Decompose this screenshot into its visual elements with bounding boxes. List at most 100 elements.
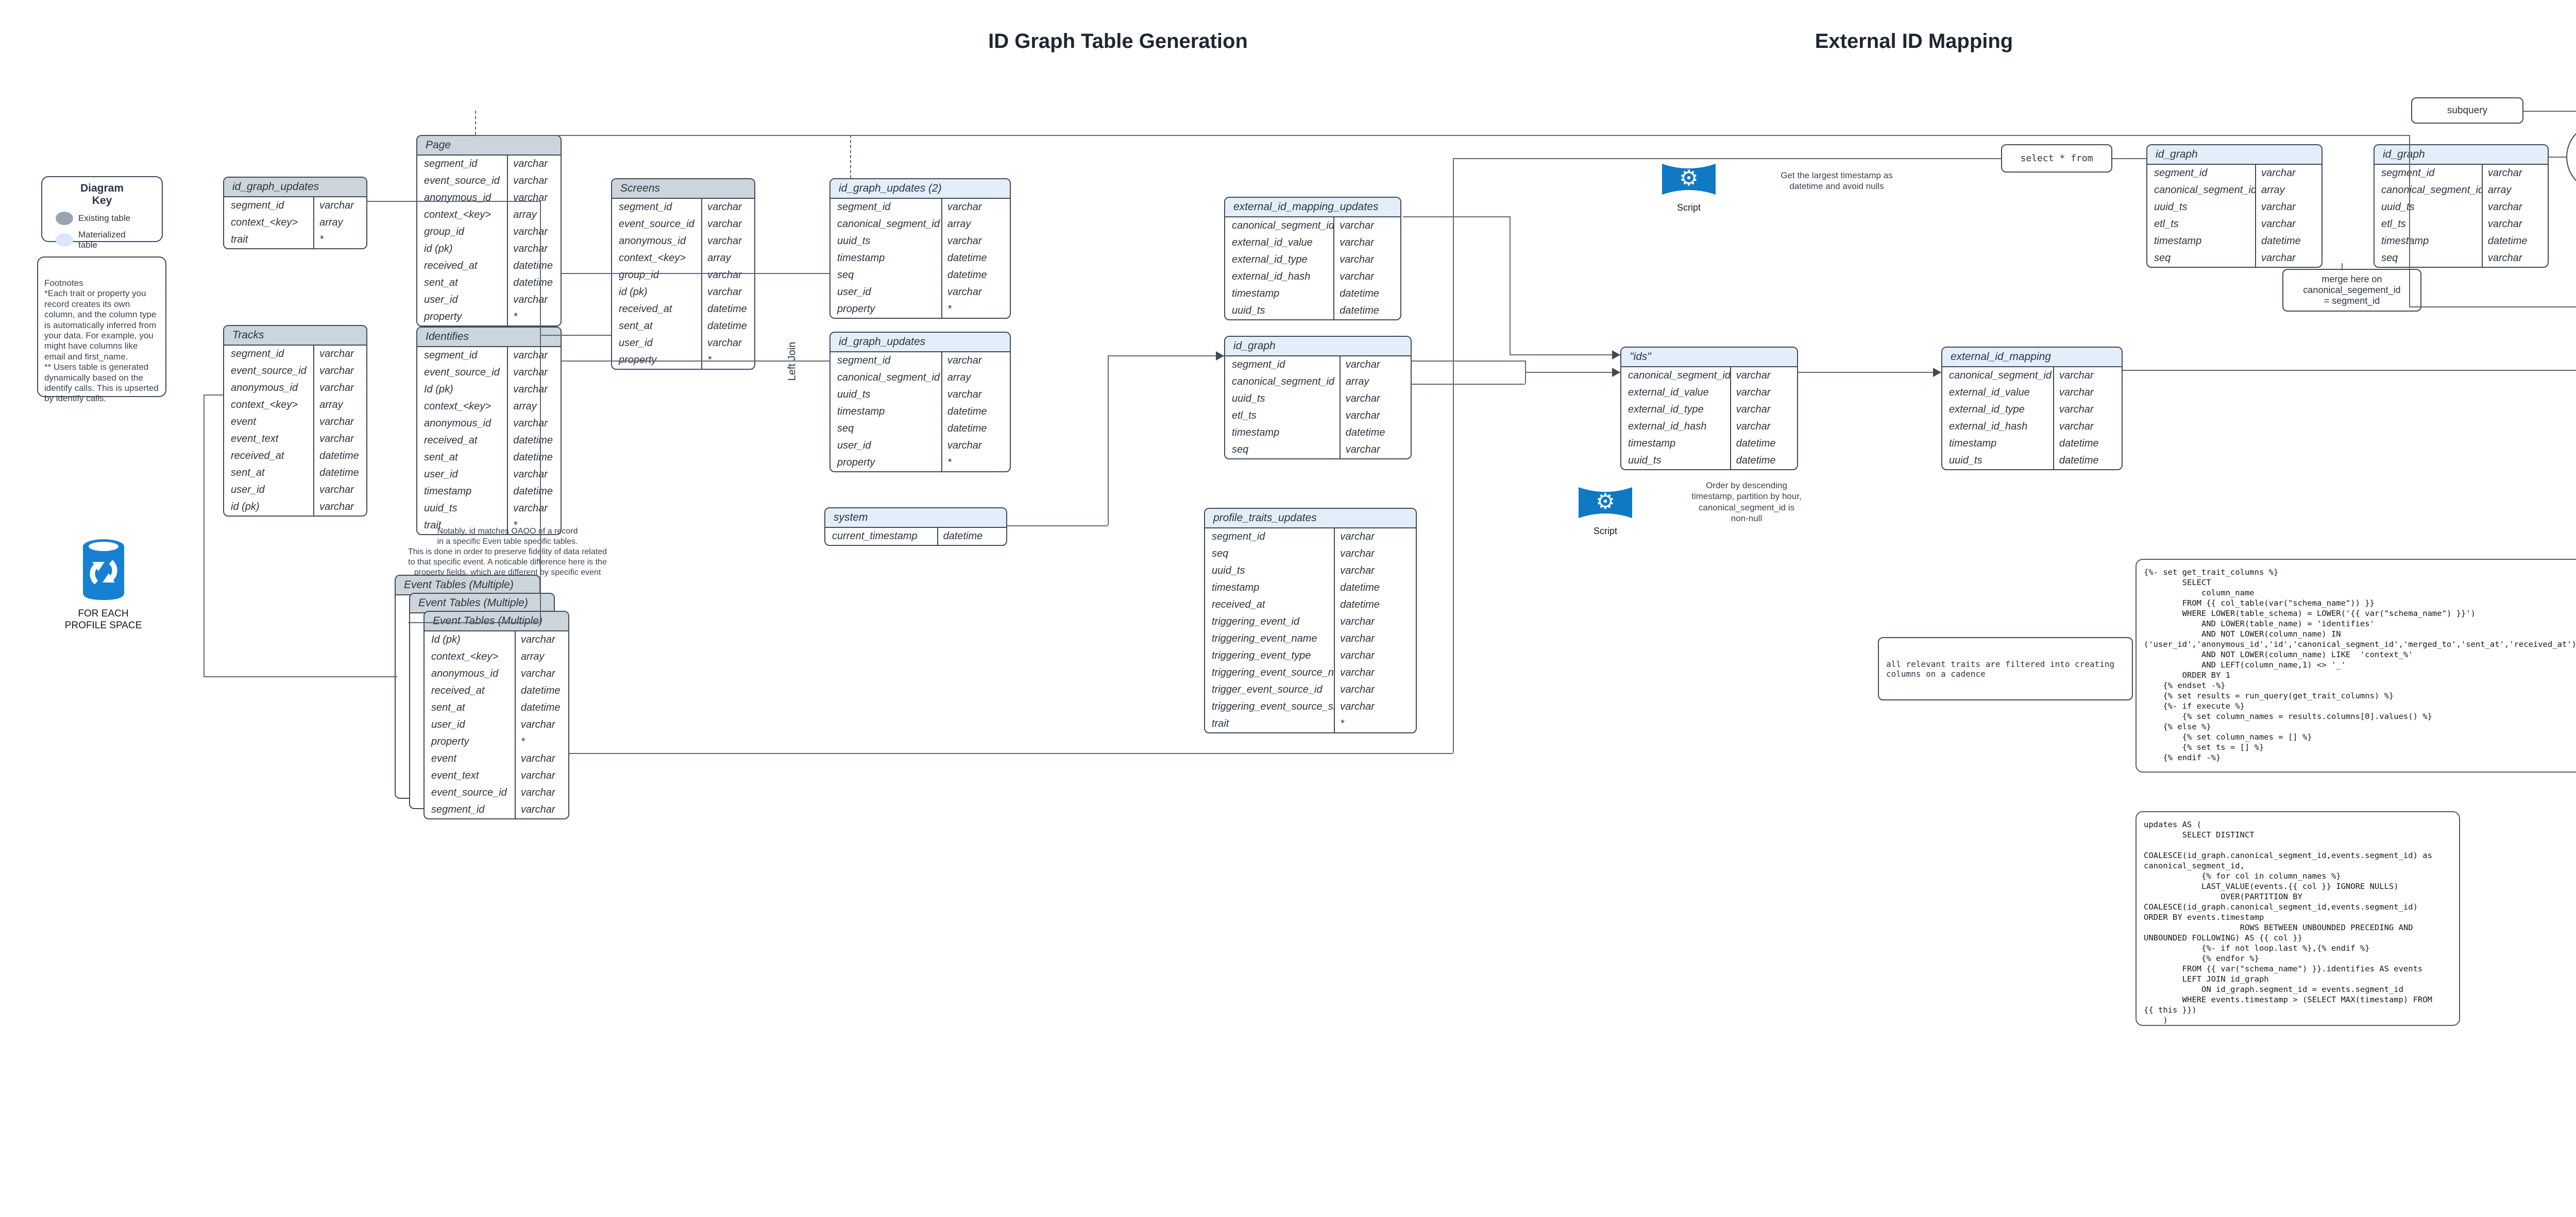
field-type: varchar — [1730, 418, 1797, 435]
table-title: "ids" — [1621, 348, 1797, 367]
field-name: context_<key> — [619, 252, 686, 264]
field-type: varchar — [507, 156, 561, 173]
field-type: varchar — [514, 716, 568, 733]
field-name: user_id — [424, 294, 458, 305]
table-external-id-mapping[interactable]: external_id_mapping canonical_segment_id… — [1941, 347, 2123, 470]
union-shape[interactable]: Union — [2566, 124, 2576, 191]
field-name: timestamp — [1232, 427, 1280, 438]
code-block-updates-cte[interactable]: updates AS ( SELECT DISTINCT COALESCE(id… — [2136, 811, 2460, 1026]
field-type: varchar — [507, 173, 561, 190]
script-note-1: Get the largest timestamp as datetime an… — [1781, 170, 1893, 192]
field-name: external_id_type — [1949, 404, 2025, 415]
table-external-id-mapping-updates[interactable]: external_id_mapping_updates canonical_se… — [1224, 197, 1401, 320]
table-row: context_<key>array — [224, 214, 366, 231]
footnotes-box[interactable]: Footnotes *Each trait or property you re… — [37, 256, 166, 403]
script-shape-1[interactable]: ⚙ Script — [1662, 160, 1716, 213]
field-type: varchar — [507, 292, 561, 308]
field-type: datetime — [941, 267, 1010, 284]
field-name: event_source_id — [431, 787, 507, 798]
table-title: external_id_mapping — [1942, 348, 2122, 367]
field-type: varchar — [1334, 664, 1416, 681]
field-name: user_id — [837, 286, 871, 298]
table-row: id (pk)varchar — [224, 499, 366, 516]
field-name: context_<key> — [424, 401, 492, 412]
table-row: Id (pk)varchar — [425, 631, 568, 648]
table-row: context_<key>array — [224, 397, 366, 414]
field-name: canonical_segment_id — [837, 372, 940, 383]
field-type: varchar — [1334, 528, 1416, 545]
code-block-get-trait-columns[interactable]: {%- set get_trait_columns %} SELECT colu… — [2136, 559, 2576, 773]
table-title: id_graph_updates — [224, 178, 366, 197]
field-name: uuid_ts — [2381, 201, 2415, 213]
field-type: datetime — [507, 258, 561, 275]
field-type: array — [2481, 182, 2548, 199]
diagram-key[interactable]: Diagram Key Existing table Materialized … — [41, 176, 163, 250]
subquery-box[interactable]: subquery — [2411, 97, 2523, 124]
field-name: event_source_id — [424, 175, 500, 186]
table-title: Event Tables (Multiple) — [410, 594, 554, 613]
field-name: current_timestamp — [832, 530, 918, 542]
field-type: varchar — [1730, 384, 1797, 401]
script-shape-2[interactable]: ⚙ Script — [1579, 483, 1632, 537]
field-type: * — [701, 352, 754, 369]
field-name: seq — [2154, 252, 2171, 264]
for-each-profile-space-icon[interactable]: FOR EACH PROFILE SPACE — [56, 523, 151, 644]
field-name: group_id — [424, 226, 464, 237]
select-from-box[interactable]: select * from — [2001, 144, 2112, 173]
table-row: event_source_id varchar — [425, 784, 568, 801]
field-name: external_id_value — [1949, 387, 2030, 398]
field-name: timestamp — [1628, 438, 1676, 449]
field-name: sent_at — [231, 467, 265, 478]
table-row: segment_id varchar — [417, 156, 561, 173]
table-row: property* — [831, 301, 1010, 318]
traits-filtered-note[interactable]: all relevant traits are filtered into cr… — [1878, 637, 2133, 700]
field-type: varchar — [514, 631, 568, 648]
field-name: trigger_event_source_id — [1212, 684, 1323, 695]
field-name: timestamp — [424, 486, 472, 497]
field-name: segment_id — [424, 158, 478, 169]
table-title: Event Tables (Multiple) — [425, 612, 568, 631]
connector-line — [2342, 263, 2343, 270]
field-name: user_id — [231, 484, 265, 495]
field-type: * — [941, 301, 1010, 318]
field-name: context_<key> — [424, 209, 492, 220]
table-row: property* — [612, 352, 754, 369]
field-type: varchar — [1339, 441, 1411, 458]
field-type: varchar — [514, 784, 568, 801]
merge-note-box[interactable]: merge here on canonical_segement_id = se… — [2282, 269, 2421, 312]
field-name: uuid_ts — [837, 235, 871, 247]
